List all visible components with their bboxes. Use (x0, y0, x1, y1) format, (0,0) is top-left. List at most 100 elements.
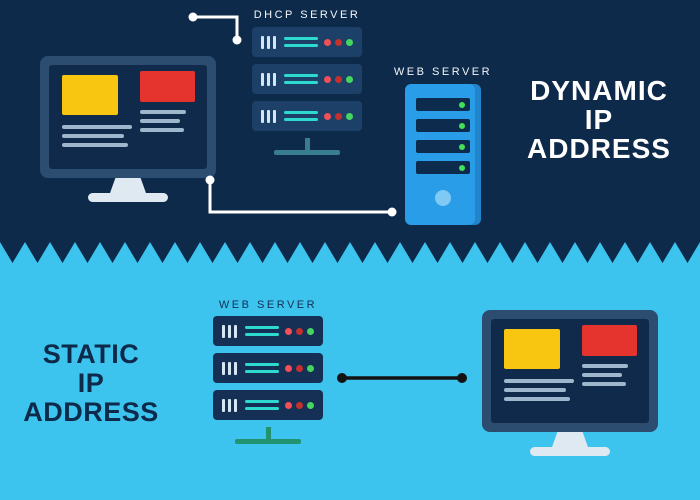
tower-slot (416, 98, 470, 111)
bar (228, 324, 231, 338)
connector-server-to-monitor (337, 373, 467, 383)
server-unit (252, 64, 362, 94)
monitor-stand-base (88, 193, 168, 202)
monitor-screen (49, 65, 207, 169)
monitor-screen (491, 319, 649, 423)
screen-text-line (504, 388, 566, 392)
led-red (324, 75, 331, 83)
line (245, 370, 279, 373)
bar (267, 109, 270, 123)
server-detail-lines (284, 37, 324, 47)
bar (222, 361, 225, 375)
server-unit (213, 316, 323, 346)
monitor-stand-base (530, 447, 610, 456)
status-leds (324, 75, 353, 83)
server-detail-lines (245, 400, 285, 410)
heading-line: STATIC (42, 339, 140, 369)
line (245, 363, 279, 366)
status-leds (324, 38, 353, 46)
tower-slot (416, 161, 470, 174)
monitor-bezel (482, 310, 658, 432)
rack-stand (304, 138, 310, 150)
line (245, 326, 279, 329)
rack-stand-base (235, 439, 301, 444)
server-detail-lines (245, 326, 285, 336)
server-detail-lines (284, 111, 324, 121)
status-leds (285, 401, 314, 409)
heading-line: DYNAMIC (530, 75, 668, 106)
screen-text-line (62, 125, 132, 129)
line (284, 37, 318, 40)
monitor-bezel (40, 56, 216, 178)
heading-line: ADDRESS (23, 397, 159, 427)
line (284, 44, 318, 47)
bar (273, 72, 276, 86)
desktop-computer-icon (482, 310, 658, 456)
bar (273, 35, 276, 49)
led-red (324, 38, 331, 46)
static-ip-heading: STATIC IP ADDRESS (10, 340, 172, 427)
bar (222, 324, 225, 338)
screen-text-line (140, 128, 184, 132)
bar (228, 361, 231, 375)
led-green (459, 143, 465, 150)
bar (234, 361, 237, 375)
screen-text-line (504, 397, 570, 401)
zigzag-border (0, 242, 700, 263)
led-dark-red (296, 364, 303, 372)
screen-yellow-panel (504, 329, 560, 369)
screen-text-line (582, 364, 628, 368)
screen-yellow-panel (62, 75, 118, 115)
drive-bay-lines (222, 398, 237, 412)
heading-line: IP (584, 104, 614, 135)
line (245, 407, 279, 410)
led-green (459, 101, 465, 108)
tower-slot (416, 140, 470, 153)
screen-text-line (62, 143, 128, 147)
web-server-tower-icon (405, 84, 481, 225)
bar (261, 72, 264, 86)
screen-red-panel (140, 71, 195, 102)
status-leds (324, 112, 353, 120)
screen-red-panel (582, 325, 637, 356)
bar (234, 398, 237, 412)
monitor-stand-neck (110, 178, 146, 193)
screen-text-line (140, 119, 180, 123)
bar (222, 398, 225, 412)
led-red (285, 327, 292, 335)
server-detail-lines (284, 74, 324, 84)
led-dark-red (335, 75, 342, 83)
line (284, 74, 318, 77)
led-green (459, 122, 465, 129)
bar (267, 35, 270, 49)
led-green (346, 112, 353, 120)
tower-power-button (435, 190, 451, 206)
line (245, 333, 279, 336)
server-unit (252, 27, 362, 57)
desktop-computer-icon (40, 56, 216, 202)
screen-text-line (582, 382, 626, 386)
bar (228, 398, 231, 412)
drive-bay-lines (261, 109, 276, 123)
line (284, 81, 318, 84)
led-green (459, 164, 465, 171)
line (284, 111, 318, 114)
led-dark-red (335, 112, 342, 120)
led-green (346, 75, 353, 83)
screen-text-line (582, 373, 622, 377)
line (284, 118, 318, 121)
status-leds (285, 327, 314, 335)
screen-text-line (62, 134, 124, 138)
heading-line: IP (77, 368, 105, 398)
led-red (285, 364, 292, 372)
rack-stand (265, 427, 271, 439)
web-server-rack-icon (213, 316, 323, 444)
tower-slot (416, 119, 470, 132)
led-dark-red (296, 401, 303, 409)
bar (234, 324, 237, 338)
screen-text-line (504, 379, 574, 383)
bar (261, 35, 264, 49)
led-green (307, 327, 314, 335)
bar (267, 72, 270, 86)
